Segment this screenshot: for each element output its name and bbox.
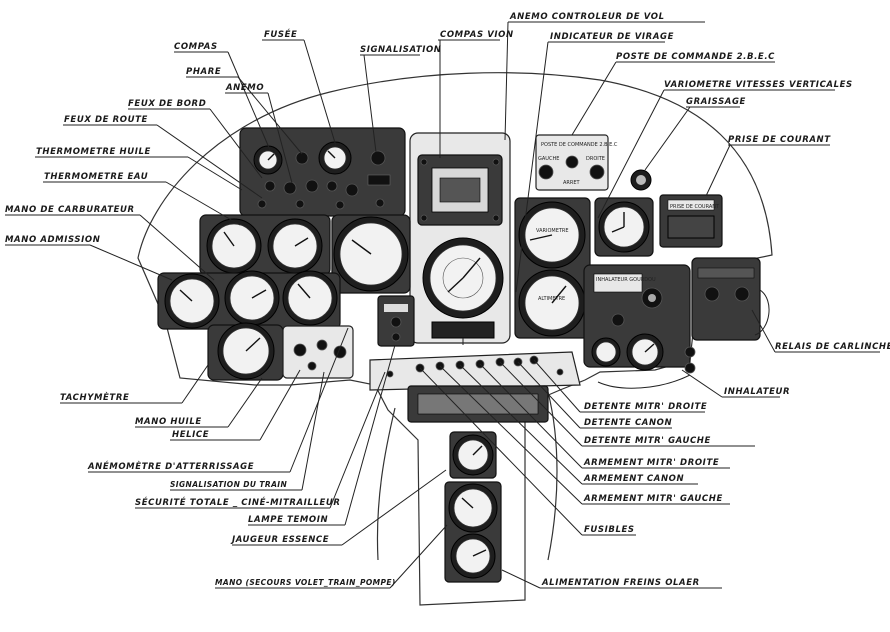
label-inhalateur: INHALATEUR (724, 387, 790, 397)
prise-courant-box: PRISE DE COURANT (659, 194, 723, 248)
vario-alti-block: VARIOMETRE ALTIMETRE (514, 197, 591, 339)
label-mano-secours: MANO (SECOURS VOLET_TRAIN_POMPE) (215, 578, 396, 587)
label-lampe-temoin: LAMPE TEMOIN (248, 515, 328, 525)
poste-commande-box: POSTE DE COMMANDE 2.B.E.C GAUCHE DROITE … (535, 134, 618, 191)
label-poste-commande: POSTE DE COMMANDE 2.B.E.C (616, 52, 775, 62)
label-feux-bord: FEUX DE BORD (128, 99, 206, 109)
label-relais-carlinche: RELAIS DE CARLINCHE (775, 342, 890, 352)
altimetre-dial-text: ALTIMETRE (538, 296, 565, 302)
label-anemo: ANEMO (225, 83, 264, 93)
central-flight-panel (409, 132, 511, 345)
leader-lines (5, 21, 880, 589)
label-armement-mitr-gauche: ARMEMENT MITR' GAUCHE (583, 494, 723, 504)
pedestal-gauges (444, 431, 502, 583)
label-fusibles: FUSIBLES (584, 525, 635, 535)
label-feux-route: FEUX DE ROUTE (64, 115, 148, 125)
label-prise-courant: PRISE DE COURANT (728, 135, 831, 145)
inhalateur-plate-text: INHALATEUR GOURDOU (596, 277, 656, 283)
inhalateur-block: INHALATEUR GOURDOU (583, 264, 691, 371)
label-mano-carburateur: MANO DE CARBURATEUR (5, 205, 135, 215)
poste-gauche-text: GAUCHE (538, 156, 559, 162)
label-detente-mitr-droite: DETENTE MITR' DROITE (584, 402, 707, 412)
label-phare: PHARE (186, 67, 221, 77)
label-detente-canon: DETENTE CANON (584, 418, 672, 428)
label-mano-huile: MANO HUILE (135, 417, 202, 427)
lampe-temoin-block (377, 295, 415, 347)
prise-plate-text: PRISE DE COURANT (670, 204, 720, 210)
label-detente-mitr-gauche: DETENTE MITR' GAUCHE (584, 436, 711, 446)
label-variometre-vitesses: VARIOMETRE VITESSES VERTICALES (664, 80, 853, 90)
label-armement-mitr-droite: ARMEMENT MITR' DROITE (583, 458, 719, 468)
label-tachymetre: TACHYMÈTRE (60, 392, 129, 403)
label-compas-vion: COMPAS VION (440, 30, 514, 40)
label-fusee: FUSÉE (264, 28, 297, 40)
poste-arret-text: ARRET (563, 180, 581, 186)
label-anemometre-atterrissage: ANÉMOMÈTRE D'ATTERRISSAGE (87, 460, 254, 472)
clock-gauge (594, 197, 654, 257)
label-alimentation-freins: ALIMENTATION FREINS OLAER (541, 578, 700, 588)
lighting-switch-panel (239, 127, 406, 217)
label-securite-totale: SÉCURITÉ TOTALE _ CINÉ-MITRAILLEUR (135, 496, 341, 508)
armament-switch-bar (369, 351, 581, 423)
label-signalisation: SIGNALISATION (360, 45, 442, 55)
label-thermometre-eau: THERMOMETRE EAU (44, 172, 148, 182)
variometre-dial-text: VARIOMETRE (536, 228, 569, 234)
label-signalisation-train: SIGNALISATION DU TRAIN (170, 480, 287, 489)
label-indicateur-virage: INDICATEUR DE VIRAGE (550, 32, 674, 42)
label-thermometre-huile: THERMOMETRE HUILE (36, 147, 151, 157)
label-anemo-controleur: ANEMO CONTROLEUR DE VOL (509, 12, 665, 22)
label-mano-admission: MANO ADMISSION (5, 235, 100, 245)
left-gauge-cluster (157, 214, 411, 381)
relais-carlinche-box (684, 257, 761, 374)
callout-labels: COMPAS FUSÉE SIGNALISATION COMPAS VION A… (5, 12, 890, 588)
label-armement-canon: ARMEMENT CANON (583, 474, 684, 484)
label-compas: COMPAS (174, 42, 218, 52)
label-helice: HELICE (172, 430, 209, 440)
poste-droite-text: DROITE (586, 156, 605, 162)
graissage-button-icon (630, 169, 652, 191)
label-graissage: GRAISSAGE (686, 97, 746, 107)
label-jaugeur-essence: JAUGEUR ESSENCE (230, 535, 329, 545)
poste-plate-title: POSTE DE COMMANDE 2.B.E.C (541, 142, 618, 148)
